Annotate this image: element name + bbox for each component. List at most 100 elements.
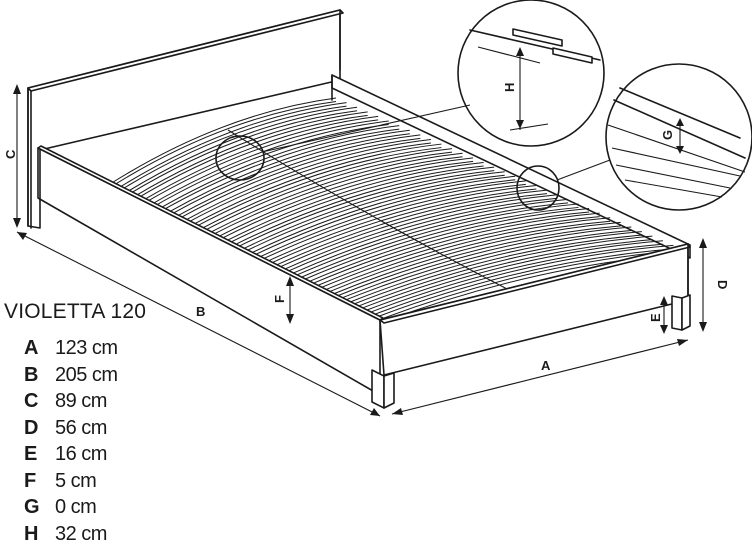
slat xyxy=(109,101,337,188)
slat xyxy=(325,217,611,291)
slat xyxy=(201,151,453,233)
slat xyxy=(358,239,653,310)
slat xyxy=(167,129,410,213)
slat xyxy=(134,114,368,201)
slat xyxy=(375,248,674,318)
centre-beam xyxy=(227,129,549,311)
dimension-item-g: G 0 cm xyxy=(24,494,118,521)
slat xyxy=(375,244,674,315)
dimension-key: H xyxy=(24,522,39,545)
slat xyxy=(226,161,484,242)
dimension-value: 16 cm xyxy=(55,443,107,465)
slat xyxy=(118,105,347,192)
slat xyxy=(234,166,495,246)
slat xyxy=(309,211,590,286)
slat xyxy=(217,157,474,238)
slat xyxy=(275,189,547,266)
label-a: A xyxy=(541,358,551,373)
dimension-key: A xyxy=(24,337,39,359)
slat xyxy=(317,212,600,286)
slat xyxy=(367,243,663,314)
slat xyxy=(317,216,600,290)
side-rail-right xyxy=(331,74,691,259)
dimension-value: 5 cm xyxy=(55,469,97,492)
slat xyxy=(209,156,463,237)
slat xyxy=(350,234,642,306)
dimension-value: 0 cm xyxy=(55,496,97,518)
dimension-key: F xyxy=(24,469,37,492)
slat xyxy=(242,174,505,253)
label-c: C xyxy=(3,149,18,159)
slat xyxy=(333,221,621,295)
slat xyxy=(159,125,400,209)
slat xyxy=(109,97,337,185)
slat xyxy=(267,185,537,262)
slat xyxy=(259,180,526,258)
dimension-key: D xyxy=(24,416,39,439)
dimension-item-d: D 56 cm xyxy=(24,415,118,442)
legs xyxy=(371,294,691,409)
detail-markers xyxy=(215,104,611,211)
dimension-item-b: B 205 cm xyxy=(24,362,118,389)
slat xyxy=(242,171,505,250)
slat xyxy=(184,138,431,221)
slat xyxy=(300,203,579,278)
slat xyxy=(259,183,526,262)
slat xyxy=(367,240,663,311)
slat xyxy=(159,128,400,213)
dimension-item-a: A 123 cm xyxy=(24,335,118,362)
label-d: D xyxy=(715,280,730,289)
dimension-item-f: F 5 cm xyxy=(24,468,118,495)
slat xyxy=(184,142,431,225)
product-title: VIOLETTA 120 xyxy=(4,300,147,323)
slat xyxy=(226,165,484,245)
slat xyxy=(267,188,537,266)
detail-bubble-g xyxy=(605,63,752,211)
slat xyxy=(333,225,621,298)
dimension-value: 205 cm xyxy=(55,363,118,386)
slat xyxy=(126,110,358,197)
label-e: E xyxy=(648,313,663,322)
slat xyxy=(234,170,495,249)
slat xyxy=(167,133,410,217)
slat xyxy=(201,148,453,230)
slat xyxy=(192,147,442,229)
slat xyxy=(342,229,632,302)
slat xyxy=(309,208,590,282)
slat xyxy=(250,175,516,254)
slat xyxy=(142,115,379,201)
dimension-key: G xyxy=(24,496,40,518)
slat xyxy=(250,179,516,257)
dimension-key: E xyxy=(24,443,38,465)
dimension-item-c: C 89 cm xyxy=(24,388,118,415)
slat xyxy=(325,220,611,294)
dimension-lines xyxy=(13,84,707,417)
dimension-item-e: E 16 cm xyxy=(24,441,118,468)
label-f: F xyxy=(272,295,287,303)
dimension-value: 123 cm xyxy=(55,337,118,359)
label-g: G xyxy=(660,130,675,140)
dimension-value: 89 cm xyxy=(55,390,107,412)
slat xyxy=(284,194,558,270)
slat xyxy=(192,143,442,226)
detail-bubble-h xyxy=(457,0,605,147)
slat xyxy=(176,137,421,221)
dimension-value: 32 cm xyxy=(55,522,107,545)
slat xyxy=(151,120,389,205)
dimension-key: B xyxy=(24,363,39,386)
dimension-list: A 123 cm B 205 cm C 89 cm D 56 cm E 16 cm F 5 … xyxy=(24,335,118,547)
slat xyxy=(358,235,653,307)
slat xyxy=(275,193,547,270)
slat xyxy=(292,198,569,274)
label-h: H xyxy=(502,83,517,92)
slat xyxy=(151,124,389,209)
slat xyxy=(300,206,579,282)
label-b: B xyxy=(196,304,205,319)
dimension-key: C xyxy=(24,390,39,412)
dimension-item-h: H 32 cm xyxy=(24,521,118,548)
slat xyxy=(118,102,347,189)
dimension-value: 56 cm xyxy=(55,416,107,439)
slat xyxy=(176,134,421,217)
slat xyxy=(134,111,368,197)
